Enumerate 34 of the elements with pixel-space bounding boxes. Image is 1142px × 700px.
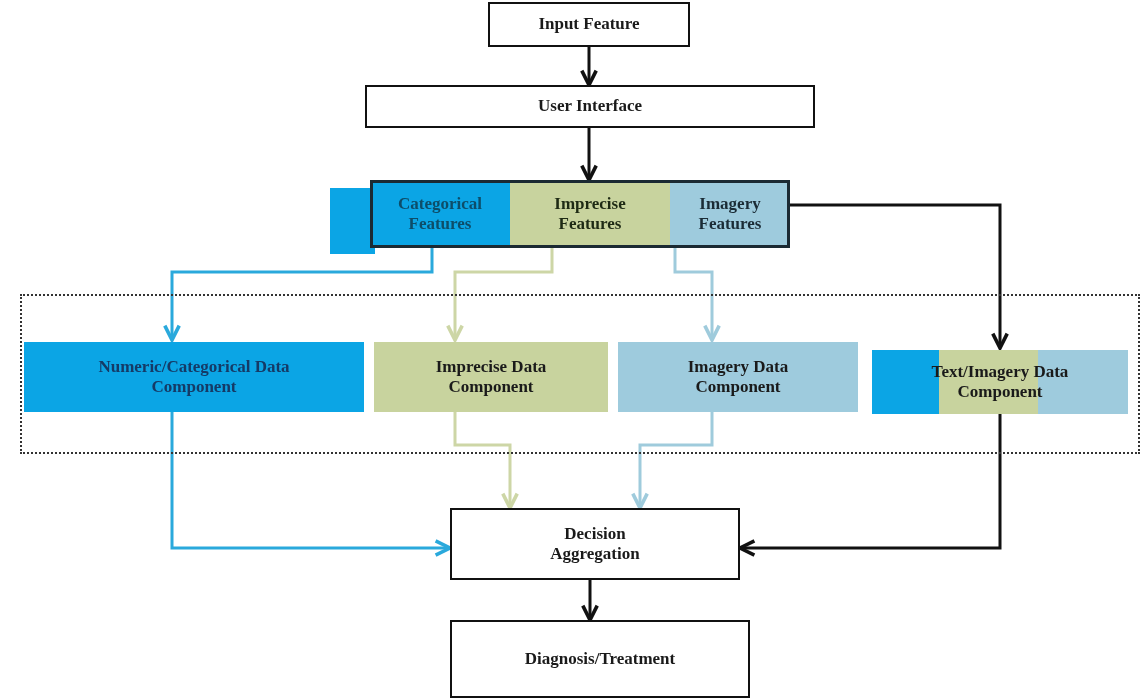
node-label: Categorical Features — [397, 193, 483, 235]
node-label: Input Feature — [538, 14, 640, 35]
node-label: Imprecise Data Component — [434, 356, 548, 398]
process-box — [24, 342, 364, 412]
process-box — [510, 180, 670, 248]
arrow — [580, 128, 598, 182]
process-box — [374, 342, 608, 412]
arrow — [170, 410, 452, 557]
node-label: Imagery Data Component — [686, 356, 790, 398]
dotted-group-box — [20, 294, 1140, 454]
node-label: Numeric/Categorical Data Component — [97, 356, 291, 398]
process-box — [488, 2, 690, 47]
process-box — [450, 620, 750, 698]
process-box — [872, 350, 1128, 414]
arrow — [673, 248, 721, 342]
process-box — [670, 180, 790, 248]
node-label: Imagery Features — [697, 193, 763, 235]
arrow — [631, 410, 714, 510]
arrow — [581, 580, 599, 622]
node-label: Diagnosis/Treatment — [524, 648, 676, 670]
process-box — [618, 342, 858, 412]
process-box — [450, 508, 740, 580]
node-label: Decision Aggregation — [549, 523, 641, 565]
arrow — [790, 203, 1009, 350]
node-label: User Interface — [538, 96, 642, 117]
arrow — [453, 410, 519, 510]
process-box — [365, 85, 815, 128]
arrow — [163, 248, 434, 342]
feature-group-box — [370, 180, 790, 248]
arrow — [446, 248, 554, 342]
process-box — [370, 180, 510, 248]
arrow — [580, 47, 598, 87]
arrow — [738, 412, 1002, 557]
node-label: Imprecise Features — [553, 193, 627, 235]
